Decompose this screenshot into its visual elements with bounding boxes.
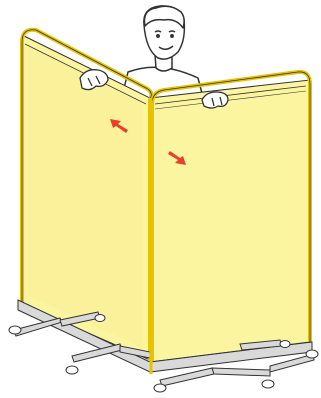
caster-wheel [66, 366, 78, 374]
right-panel [150, 72, 310, 362]
caster-wheel [262, 380, 274, 388]
caster-wheel [280, 341, 290, 348]
caster-wheel [9, 326, 21, 334]
caster-wheel [154, 384, 166, 392]
caster-wheel [306, 350, 318, 358]
caster-wheel [95, 315, 105, 322]
